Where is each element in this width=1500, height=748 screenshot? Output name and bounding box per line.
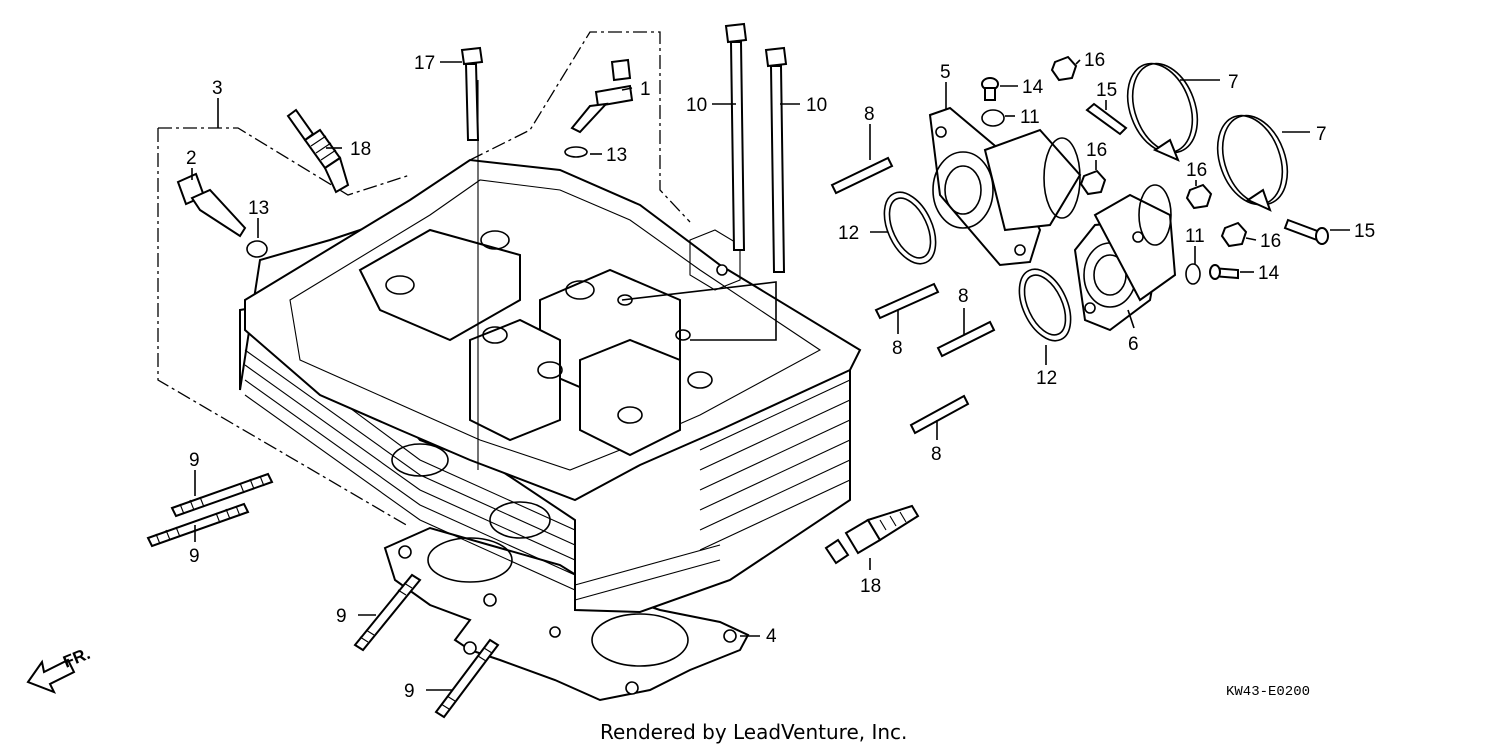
- intake-manifold-6: [1073, 184, 1177, 332]
- callout-17: 17: [414, 53, 435, 74]
- insulator-band-7a: [1126, 62, 1199, 162]
- credit-line: Rendered by LeadVenture, Inc.: [600, 720, 907, 744]
- callout-8-a: 8: [864, 104, 875, 125]
- stud-bolt: [170, 472, 274, 518]
- stud-bolt: [353, 573, 422, 652]
- spark-plug-upper: [286, 108, 350, 194]
- callout-16-d: 16: [1260, 231, 1281, 252]
- callout-15-b: 15: [1354, 221, 1375, 242]
- callout-13-b: 13: [606, 145, 627, 166]
- callout-5: 5: [940, 62, 951, 83]
- fasteners: [981, 55, 1329, 285]
- callout-3: 3: [212, 78, 223, 99]
- callout-10-b: 10: [806, 95, 827, 116]
- intake-manifold-5: [928, 106, 1082, 267]
- front-arrow: FR.: [26, 644, 93, 694]
- manifold-gasket-12a: [883, 191, 937, 265]
- fitting-1: [570, 58, 634, 134]
- callout-8-b: 8: [892, 338, 903, 359]
- callout-7-lower: 7: [1316, 124, 1327, 145]
- stud-bolt: [146, 502, 250, 548]
- callout-8-c: 8: [958, 286, 969, 307]
- manifold-gasket-12b: [1018, 268, 1072, 342]
- callout-2: 2: [186, 148, 197, 169]
- callout-12-b: 12: [1036, 368, 1057, 389]
- leader-lines: [157, 31, 777, 527]
- callout-14-a: 14: [1022, 77, 1044, 98]
- front-label: FR.: [60, 644, 93, 672]
- callout-4: 4: [766, 626, 777, 647]
- callout-10-a: 10: [686, 95, 707, 116]
- callout-16-b: 16: [1086, 140, 1107, 161]
- callout-7-upper: 7: [1228, 72, 1239, 93]
- long-bolt-17: [460, 46, 484, 141]
- stud-bolt: [434, 638, 500, 719]
- callout-1: 1: [640, 79, 651, 100]
- callout-numbers: 1 2 3 4 5 6 7 7 8 8 8 8 9 9 9 9 10 10 11…: [186, 50, 1375, 702]
- callout-16-a: 16: [1084, 50, 1105, 71]
- callout-11-a: 11: [1020, 107, 1040, 128]
- callout-9-b: 9: [189, 546, 200, 567]
- callout-18-a: 18: [350, 139, 371, 160]
- fitting-2: [176, 172, 247, 238]
- callout-9-d: 9: [404, 681, 415, 702]
- callout-14-b: 14: [1258, 263, 1280, 284]
- stud-bolts-left: [146, 472, 500, 719]
- cylinder-head-gasket: [383, 526, 750, 702]
- callout-8-d: 8: [931, 444, 942, 465]
- callout-9-c: 9: [336, 606, 347, 627]
- callout-12-a: 12: [838, 223, 859, 244]
- callout-16-c: 16: [1186, 160, 1207, 181]
- long-bolt-10b: [764, 46, 788, 273]
- callout-leaders: [191, 59, 1350, 691]
- callout-18-b: 18: [860, 576, 881, 597]
- long-bolt-10a: [724, 22, 748, 251]
- callout-11-b: 11: [1185, 226, 1205, 247]
- drawing-code: KW43-E0200: [1226, 684, 1310, 700]
- callout-15-a: 15: [1096, 80, 1117, 101]
- spark-plug-lower: [824, 504, 920, 565]
- callout-13-a: 13: [248, 198, 269, 219]
- cylinder-head: [239, 158, 862, 614]
- callout-6: 6: [1128, 334, 1139, 355]
- insulator-band-7b: [1216, 114, 1289, 212]
- o-ring-13: [246, 146, 588, 258]
- callout-9-a: 9: [189, 450, 200, 471]
- studs-8: [830, 156, 996, 435]
